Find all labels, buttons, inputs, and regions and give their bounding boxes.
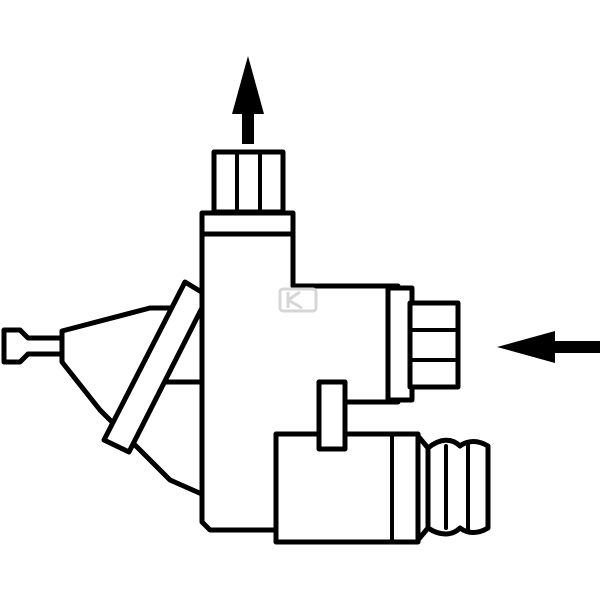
filter-housing <box>273 379 431 545</box>
outlet-fitting <box>211 149 286 215</box>
inlet-arrow-icon <box>497 331 600 363</box>
inlet-fitting <box>385 285 461 403</box>
outlet-arrow-icon <box>232 56 264 144</box>
watermark-logo <box>278 287 318 313</box>
pump-body <box>199 210 401 533</box>
bellows-boot <box>425 437 491 537</box>
